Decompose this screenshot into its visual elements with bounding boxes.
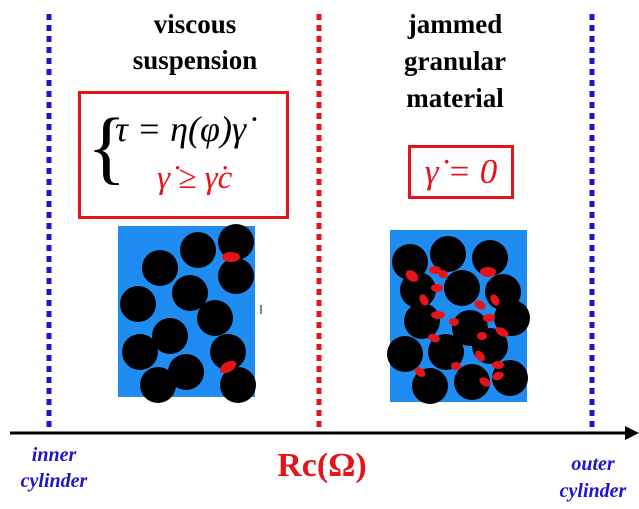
- particle: [428, 334, 464, 370]
- suspension-particles: [118, 224, 256, 403]
- particle: [392, 244, 428, 280]
- contact-point: [483, 314, 495, 322]
- critical-radius-label: Rc(Ω): [262, 446, 382, 486]
- jammed-title-line1: jammed: [407, 9, 503, 39]
- system-brace: {: [87, 101, 127, 192]
- particle: [444, 270, 480, 306]
- contact-point: [490, 294, 500, 306]
- contact-point: [419, 294, 429, 306]
- particle: [430, 236, 466, 272]
- flow-law-equation: τ = η(φ)γ̇: [115, 109, 247, 149]
- particle: [404, 303, 440, 339]
- particle: [152, 318, 188, 354]
- outer-cylinder-label: outer cylinder: [548, 451, 638, 505]
- contact-point: [492, 371, 504, 381]
- particle: [218, 224, 254, 260]
- particle: [122, 334, 158, 370]
- suspension-title: viscous suspension: [100, 6, 290, 78]
- jammed-condition-box: γ̇ = 0: [408, 145, 514, 199]
- particle: [454, 364, 490, 400]
- inner-label-line1: inner: [31, 444, 77, 466]
- contact-point: [451, 362, 461, 370]
- inner-label-line2: cylinder: [20, 470, 88, 492]
- particle: [494, 300, 530, 336]
- contact-point: [477, 332, 487, 340]
- particle: [180, 232, 216, 268]
- particle: [172, 275, 208, 311]
- suspension-title-line2: suspension: [132, 45, 258, 75]
- outer-label-line1: outer: [571, 453, 615, 475]
- jammed-condition-equation: γ̇ = 0: [424, 152, 498, 191]
- contact-point: [475, 350, 485, 362]
- particle: [220, 367, 256, 403]
- flow-condition-equation: γ̇ ≥ γ̇c: [157, 160, 233, 196]
- particle: [140, 367, 176, 403]
- particle: [218, 258, 254, 294]
- particle: [472, 240, 508, 276]
- contact-point: [428, 333, 440, 343]
- contact-point: [479, 377, 491, 387]
- jammed-title-line2: granular: [403, 46, 506, 76]
- contact-point: [405, 270, 419, 282]
- contact-point: [438, 269, 448, 279]
- particle: [142, 250, 178, 286]
- flow-law-box: { τ = η(φ)γ̇ γ̇ ≥ γ̇c: [78, 91, 289, 219]
- contact-point: [431, 311, 445, 319]
- contact-point: [449, 318, 459, 326]
- inner-cylinder-label: inner cylinder: [14, 442, 94, 494]
- contact-point: [474, 300, 486, 310]
- jammed-title-line3: material: [406, 83, 504, 113]
- particle: [492, 360, 528, 396]
- particle: [120, 286, 156, 322]
- contact-point: [492, 361, 504, 369]
- critical-radius-text: Rc(Ω): [277, 447, 367, 484]
- particle: [210, 334, 246, 370]
- outer-label-line2: cylinder: [559, 480, 627, 502]
- particle: [387, 336, 423, 372]
- particle: [412, 368, 448, 404]
- contact-point: [495, 327, 509, 337]
- particle: [168, 354, 204, 390]
- jammed-title: jammed granular material: [370, 6, 540, 117]
- contact-point: [414, 367, 426, 377]
- contact-point: [219, 360, 237, 374]
- contact-point: [480, 267, 496, 277]
- radial-axis-arrowhead: [625, 426, 639, 440]
- suspension-title-line1: viscous: [153, 9, 237, 39]
- particle: [197, 300, 233, 336]
- jammed-particles: [387, 230, 530, 404]
- contact-point: [431, 284, 443, 292]
- contact-point: [429, 266, 441, 274]
- contact-point: [222, 252, 240, 262]
